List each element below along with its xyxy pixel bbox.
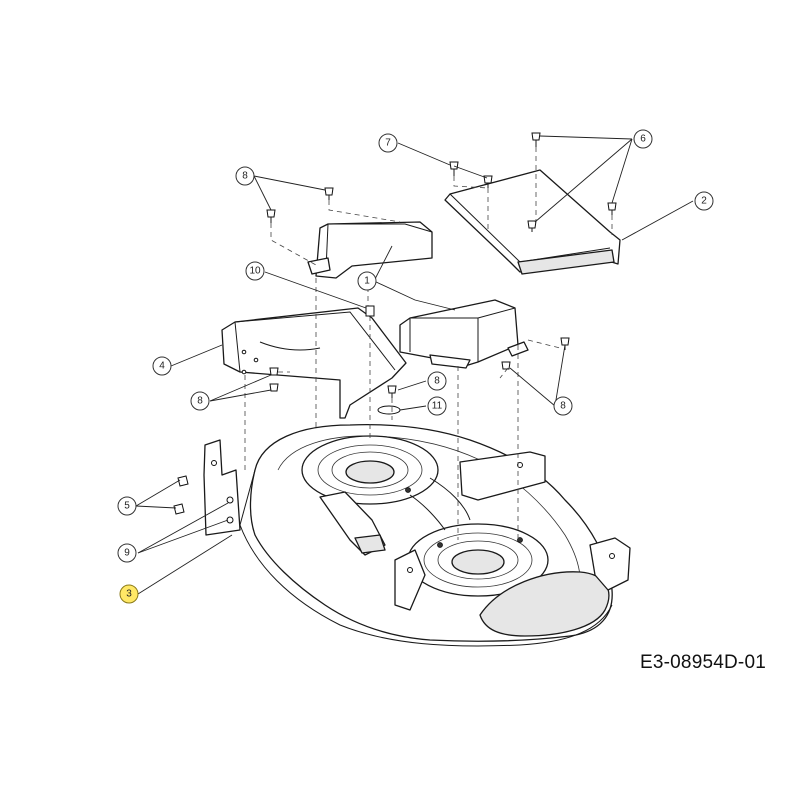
svg-text:2: 2 [701, 196, 707, 207]
svg-text:4: 4 [159, 361, 165, 372]
svg-text:11: 11 [432, 401, 443, 412]
top-cover [307, 221, 433, 279]
callout-8-right: 8 [553, 396, 573, 416]
svg-text:8: 8 [197, 396, 203, 407]
belt-cover-left [221, 307, 407, 419]
callout-9: 9 [117, 543, 137, 563]
svg-text:5: 5 [124, 501, 130, 512]
svg-text:9: 9 [124, 548, 130, 559]
callout-8-left: 8 [190, 391, 210, 411]
callout-11: 11 [427, 396, 447, 416]
callout-7: 7 [378, 133, 398, 153]
svg-text:8: 8 [242, 171, 248, 182]
callout-10: 10 [245, 261, 265, 281]
belt-cover-right [399, 299, 529, 369]
drawing-code: E3-08954D-01 [640, 652, 766, 673]
svg-text:3: 3 [126, 589, 132, 600]
svg-text:7: 7 [385, 138, 391, 149]
svg-text:8: 8 [560, 401, 566, 412]
callout-8-center: 8 [427, 371, 447, 391]
mower-deck [203, 424, 631, 647]
callout-1: 1 [357, 271, 377, 291]
fasteners [173, 132, 617, 515]
callout-4: 4 [152, 356, 172, 376]
svg-text:6: 6 [640, 134, 646, 145]
leader-lines [135, 135, 694, 595]
callout-2: 2 [694, 191, 714, 211]
svg-text:8: 8 [434, 376, 440, 387]
svg-text:1: 1 [364, 276, 370, 287]
assembly-lines [244, 147, 613, 540]
callout-3: 3 [119, 584, 139, 604]
callout-8-top: 8 [235, 166, 255, 186]
callout-6: 6 [633, 129, 653, 149]
callout-5: 5 [117, 496, 137, 516]
svg-text:10: 10 [249, 266, 261, 277]
